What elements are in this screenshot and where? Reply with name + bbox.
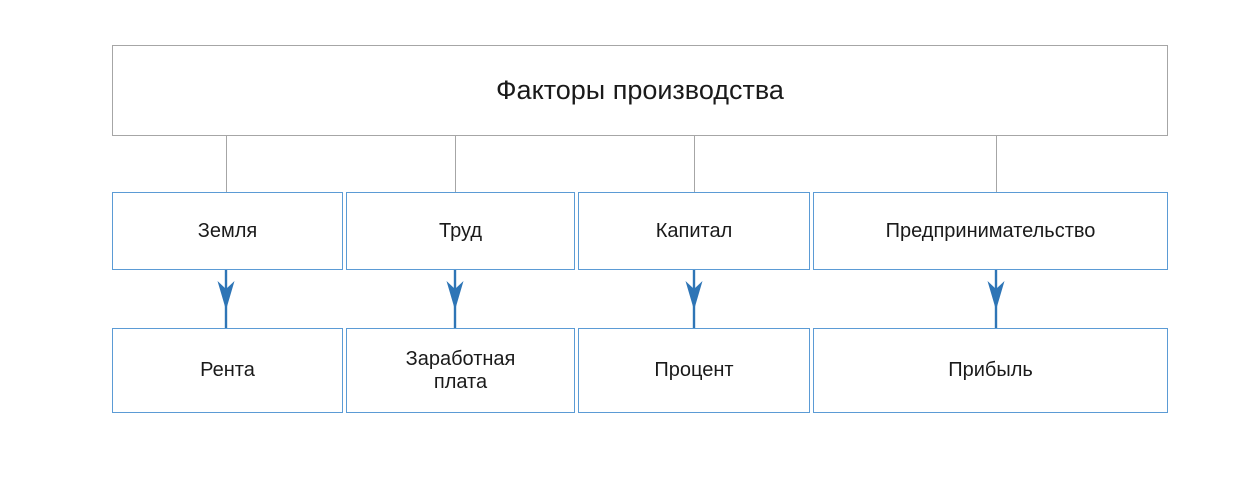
node-kapital: Капитал [578,192,810,270]
connector-title-to-kapital [694,136,696,192]
arrow-trud-to-zarplata [444,270,466,328]
connector-title-to-trud [455,136,457,192]
connector-title-to-predprinimatelstvo [996,136,998,192]
node-predprinimatelstvo-label: Предпринимательство [885,219,1096,242]
node-kapital-label: Капитал [655,219,733,242]
node-renta: Рента [112,328,343,413]
arrow-kapital-to-protsent [683,270,705,328]
connector-title-to-zemlya [226,136,228,192]
node-predprinimatelstvo: Предпринимательство [813,192,1168,270]
node-pribyl: Прибыль [813,328,1168,413]
arrow-zemlya-to-renta [215,270,237,328]
node-pribyl-label: Прибыль [948,359,1033,382]
node-zemlya-label: Земля [197,219,258,242]
node-factors-of-production-label: Факторы производства [496,75,784,106]
node-renta-label: Рента [200,359,255,382]
node-zarabotnaya-plata-label: Заработная плата [405,348,516,393]
node-protsent: Процент [578,328,810,413]
node-protsent-label: Процент [654,359,734,382]
node-zarabotnaya-plata: Заработная плата [346,328,575,413]
node-trud: Труд [346,192,575,270]
node-factors-of-production: Факторы производства [112,45,1168,136]
node-zemlya: Земля [112,192,343,270]
arrow-predprinimatelstvo-to-pribyl [985,270,1007,328]
node-trud-label: Труд [439,219,482,242]
